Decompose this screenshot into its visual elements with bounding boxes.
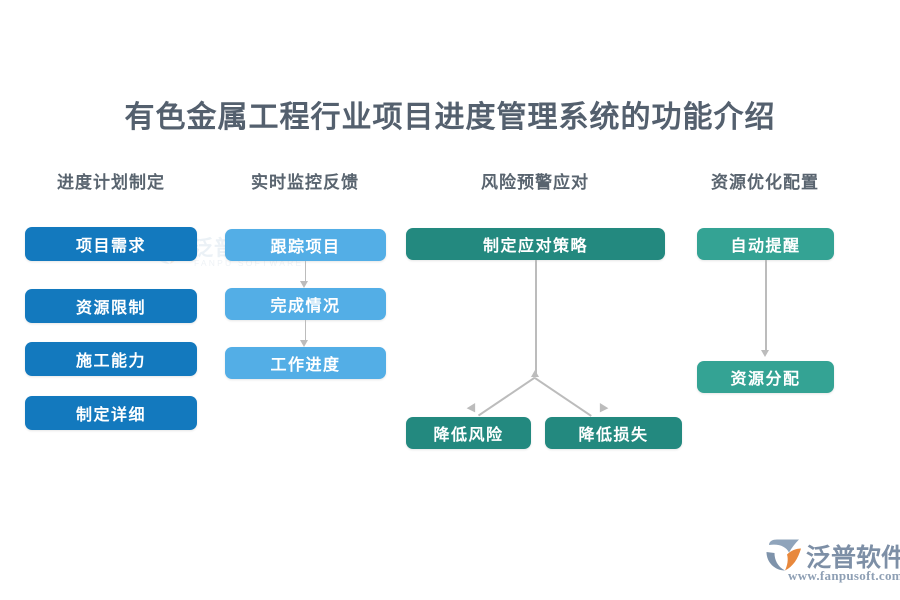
connector-line-strategy-to-reduce-loss (534, 377, 592, 417)
node-construction-capacity[interactable]: 施工能力 (25, 342, 197, 376)
column-header-realtime-monitoring: 实时监控反馈 (251, 173, 359, 192)
connector-arrow-junction-up (530, 370, 539, 377)
node-label: 施工能力 (75, 353, 146, 370)
node-work-progress[interactable]: 工作进度 (225, 347, 386, 379)
connector-arrow-strategy-to-reduce-loss (595, 402, 609, 416)
connector-line-reminder-to-allocation (765, 260, 767, 352)
connector-line-strategy-stem (535, 260, 537, 377)
node-auto-reminder[interactable]: 自动提醒 (697, 228, 834, 260)
brand-logo: 泛普软件 www.fanpusoft.com (764, 538, 900, 590)
node-resource-constraints[interactable]: 资源限制 (25, 289, 197, 323)
node-label: 完成情况 (270, 298, 341, 315)
fanpu-logo-icon (766, 539, 801, 571)
node-label: 制定详细 (75, 407, 146, 424)
connector-arrow-strategy-to-reduce-risk (466, 402, 480, 416)
column-header-schedule-planning: 进度计划制定 (57, 173, 165, 192)
connector-arrow-track-to-completion (300, 281, 308, 288)
node-label: 降低风险 (433, 427, 504, 444)
node-reduce-loss[interactable]: 降低损失 (545, 417, 682, 449)
node-label: 资源分配 (730, 371, 801, 388)
node-detailed-plan[interactable]: 制定详细 (25, 396, 197, 430)
brand-logo-url: www.fanpusoft.com (788, 568, 900, 583)
column-header-risk-warning: 风险预警应对 (481, 173, 589, 192)
connector-line-completion-to-progress (304, 320, 306, 342)
node-reduce-risk[interactable]: 降低风险 (406, 417, 531, 449)
node-completion-status[interactable]: 完成情况 (225, 288, 386, 320)
connector-line-strategy-to-reduce-risk (478, 377, 536, 417)
node-label: 项目需求 (75, 238, 146, 255)
node-label: 制定应对策略 (482, 238, 588, 255)
brand-logo-text: 泛普软件 (806, 545, 900, 572)
node-response-strategy[interactable]: 制定应对策略 (406, 228, 665, 260)
node-label: 跟踪项目 (270, 239, 341, 256)
column-header-resource-optimization: 资源优化配置 (711, 173, 819, 192)
node-project-requirements[interactable]: 项目需求 (25, 227, 197, 261)
node-label: 资源限制 (75, 300, 146, 317)
page-title: 有色金属工程行业项目进度管理系统的功能介绍 (124, 101, 776, 134)
connector-arrow-completion-to-progress (300, 340, 308, 347)
connector-arrow-reminder-to-allocation (760, 350, 769, 357)
node-resource-allocation[interactable]: 资源分配 (697, 361, 834, 393)
connector-line-track-to-completion (304, 261, 306, 283)
node-label: 降低损失 (578, 427, 649, 444)
node-track-project[interactable]: 跟踪项目 (225, 229, 386, 261)
node-label: 自动提醒 (730, 238, 801, 255)
node-label: 工作进度 (270, 357, 341, 374)
